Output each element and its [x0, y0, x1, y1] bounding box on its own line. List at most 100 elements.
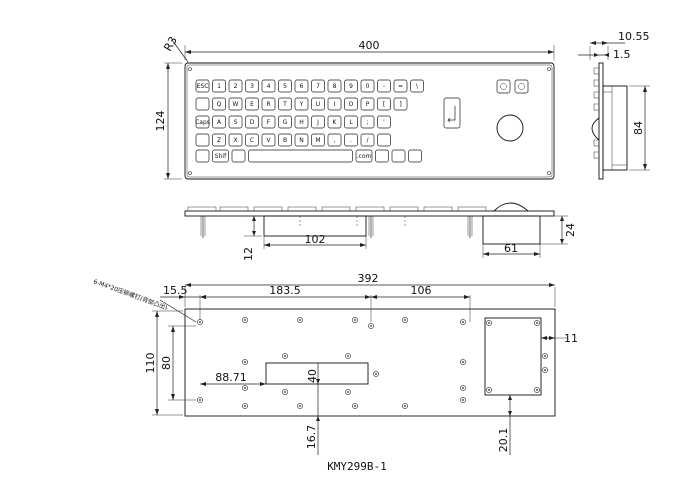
key-label: = — [398, 83, 403, 90]
mounting-hole-center — [370, 325, 372, 327]
key-1-8 — [327, 97, 342, 111]
key-label: N — [299, 137, 304, 144]
key-2-10 — [360, 115, 375, 129]
key-0-8 — [327, 79, 342, 93]
key-label: F — [267, 119, 271, 126]
controller-box — [265, 362, 369, 385]
corner-hole — [188, 171, 192, 175]
bottom-width-label: 392 — [358, 272, 379, 285]
bottom-offset-label: 15.5 — [163, 284, 188, 297]
key-label: B — [283, 137, 287, 144]
key-3-2 — [228, 133, 243, 147]
key-label: C — [250, 137, 254, 144]
key-2-9 — [344, 115, 358, 129]
key-label: 1 — [217, 83, 221, 90]
bottom-right-margin-label: 11 — [564, 332, 578, 345]
key-1-12 — [393, 97, 408, 111]
key-1-0 — [195, 97, 210, 111]
key-label: 3 — [250, 83, 254, 90]
key-1-3 — [245, 97, 259, 111]
key-3-6 — [294, 133, 309, 147]
bottom-inner-height-label: 80 — [160, 356, 173, 370]
key-label: S — [234, 119, 238, 126]
mounting-hole-center — [354, 319, 356, 321]
mounting-hole-center — [299, 319, 301, 321]
key-label: 4 — [267, 83, 271, 90]
key-2-6 — [294, 115, 309, 129]
key-label: Q — [217, 101, 222, 108]
key-4-4 — [355, 149, 373, 163]
key-3-10 — [360, 133, 375, 147]
side-total-depth-label: 10.55 — [618, 30, 650, 43]
key-3-4 — [261, 133, 276, 147]
key-label: L — [349, 119, 353, 126]
key-2-11 — [377, 115, 391, 129]
key-label: G — [283, 119, 288, 126]
key-label: ' — [383, 119, 385, 126]
key-label: [ — [383, 101, 385, 108]
key-label: ; — [366, 119, 368, 126]
key-0-3 — [245, 79, 259, 93]
bottom-span2-label: 106 — [411, 284, 432, 297]
key-1-10 — [360, 97, 375, 111]
key-0-11 — [377, 79, 391, 93]
mounting-hole-center — [536, 389, 538, 391]
key-label: O — [349, 101, 354, 108]
mounting-hole-center — [404, 405, 406, 407]
key-0-13 — [410, 79, 424, 93]
key-0-6 — [294, 79, 309, 93]
key-label: 5 — [283, 83, 287, 90]
key-3-0 — [195, 133, 210, 147]
key-label: H — [299, 119, 304, 126]
key-label: 0 — [366, 83, 370, 90]
enter-arrow-icon — [447, 106, 456, 123]
mounting-hole-center — [462, 321, 464, 323]
trackball-housing — [484, 317, 542, 396]
front-view: 102 12 61 24 — [184, 202, 577, 261]
mounting-hole-center — [354, 405, 356, 407]
bottom-box-offset-label: 88.71 — [215, 371, 247, 384]
corner-hole — [547, 171, 551, 175]
right-mouse-button — [514, 79, 529, 94]
overall-height-label: 124 — [154, 111, 167, 132]
key-label: A — [217, 119, 222, 126]
key-1-2 — [228, 97, 243, 111]
screw-note: 6-M4*20压铆螺钉(背部凸出) — [92, 277, 168, 311]
key-label: R — [266, 101, 270, 108]
key-1-4 — [261, 97, 276, 111]
key-label: X — [233, 137, 237, 144]
key-label: Y — [299, 101, 304, 108]
key-label: - — [383, 83, 385, 90]
side-plate-thickness-label: 1.5 — [613, 48, 631, 61]
key-2-1 — [212, 115, 226, 129]
mounting-hole-center — [375, 373, 377, 375]
corner-hole — [547, 67, 551, 71]
key-label: \ — [416, 83, 419, 90]
key-2-5 — [278, 115, 292, 129]
key-0-4 — [261, 79, 276, 93]
key-0-12 — [393, 79, 408, 93]
key-1-1 — [212, 97, 226, 111]
mounting-hole-center — [536, 322, 538, 324]
key-1-7 — [311, 97, 325, 111]
key-4-6 — [391, 149, 406, 163]
key-3-3 — [245, 133, 259, 147]
key-2-2 — [228, 115, 243, 129]
key-label: W — [233, 101, 239, 108]
bottom-offset-bottom-label: 16.7 — [305, 425, 318, 450]
key-label: P — [366, 101, 370, 108]
mounting-hole-center — [244, 361, 246, 363]
mounting-hole-center — [488, 322, 490, 324]
key-label: Caps — [195, 119, 210, 126]
key-1-9 — [344, 97, 358, 111]
key-label: M — [315, 137, 320, 144]
key-label: . — [350, 137, 352, 144]
key-1-5 — [278, 97, 292, 111]
key-3-5 — [278, 133, 292, 147]
side-view: 10.55 1.5 84 — [578, 30, 650, 180]
bottom-span1-label: 183.5 — [269, 284, 301, 297]
mounting-hole-center — [404, 319, 406, 321]
left-mouse-button — [496, 79, 511, 94]
